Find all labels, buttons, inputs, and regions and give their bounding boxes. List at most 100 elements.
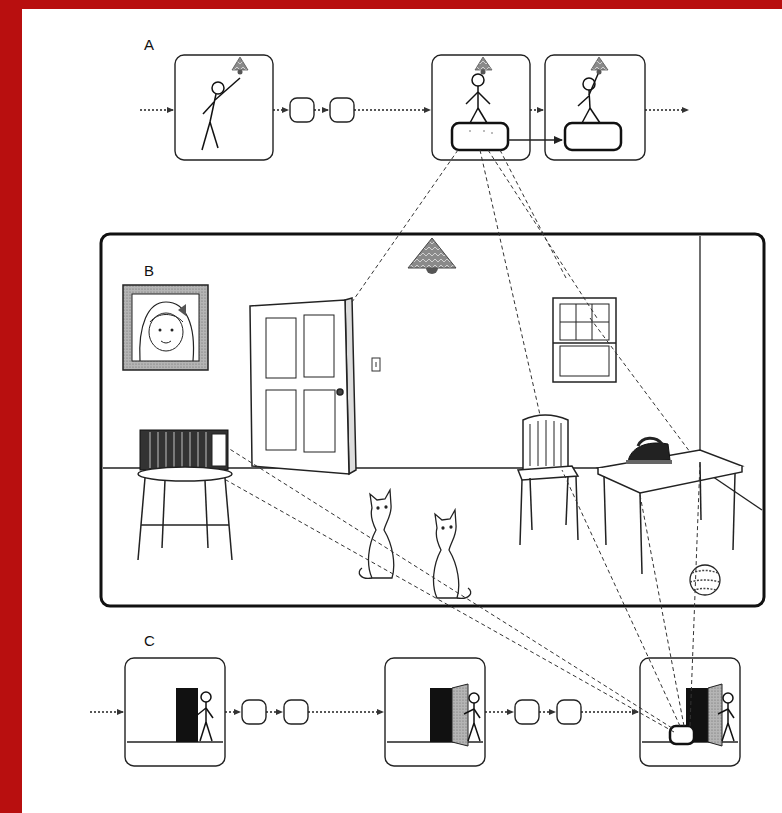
stick-figure: [727, 703, 729, 723]
stick-figure: [478, 108, 487, 123]
cat: [359, 568, 372, 578]
box-dots: [469, 130, 493, 134]
stick-figure: [464, 709, 474, 714]
light-switch: [372, 358, 380, 371]
cat: [434, 510, 471, 598]
stick-figure: [590, 108, 600, 123]
cat: [369, 490, 394, 578]
iron: [626, 438, 672, 464]
stick-figure: [205, 702, 207, 722]
stool: [225, 478, 232, 560]
panel-c-sequence: [308, 711, 383, 712]
picture-frame: [123, 285, 208, 370]
stool: [138, 467, 232, 560]
lamp-icon: [475, 57, 492, 70]
stick-figure: [728, 723, 734, 741]
stool: [141, 524, 229, 526]
picture-frame: [171, 329, 174, 332]
leader-line: [562, 470, 680, 726]
stick-figure: [210, 122, 218, 148]
table: [598, 466, 742, 493]
open-door: [304, 315, 334, 377]
chair: [546, 420, 547, 466]
move-arrow: [508, 139, 562, 141]
panel-c-sequence: [242, 700, 266, 724]
stick-figure: [196, 692, 213, 741]
panel-c-sequence: [485, 711, 513, 712]
accordion: [140, 430, 228, 470]
stick-figure: [210, 94, 216, 122]
panel-c-sequence: [225, 711, 240, 712]
open-door: [266, 318, 296, 378]
stick-figure: [723, 693, 733, 703]
lamp-icon: [238, 70, 243, 75]
stick-figure: [215, 78, 240, 100]
red-border: [0, 0, 22, 813]
door-opening: [452, 684, 468, 746]
stick-figure: [466, 74, 490, 123]
door-blocked: [708, 684, 722, 746]
panel-letter: B: [144, 263, 154, 278]
stick-figure: [212, 82, 224, 94]
ceiling-lamp: [426, 268, 438, 274]
panel-letter: A: [144, 37, 154, 52]
light-switch: [372, 358, 380, 371]
room-frame: [101, 234, 764, 606]
ball: [690, 565, 720, 595]
stool: [205, 480, 208, 548]
stick-figure: [201, 692, 211, 702]
stick-figure: [206, 708, 213, 718]
panel-a-sequence: [645, 109, 688, 110]
lamp-icon: [232, 57, 248, 75]
chair: [530, 424, 531, 466]
picture-frame: [159, 329, 162, 332]
door-opening: [430, 688, 452, 742]
open-door: [304, 390, 335, 452]
stick-figure: [589, 74, 598, 95]
lamp-icon: [232, 57, 248, 70]
leader-line: [226, 448, 700, 732]
panel-c-sequence: [90, 658, 740, 766]
chair: [523, 415, 568, 470]
leader-line: [640, 495, 684, 726]
room-frame: [101, 234, 764, 606]
panel-a-sequence: [140, 109, 173, 110]
stick-figure: [466, 92, 478, 104]
open-door: [337, 389, 343, 395]
lamp-icon: [475, 57, 492, 75]
chair: [576, 476, 578, 540]
stick-figure: [728, 709, 734, 718]
ceiling-lamp: [408, 238, 456, 274]
panel-c-sequence: [557, 700, 581, 724]
stick-figure: [196, 708, 206, 716]
ball: [690, 571, 720, 591]
chair: [538, 421, 539, 466]
panel-c-sequence: [539, 711, 555, 712]
window: [553, 298, 616, 382]
stick-figure: [578, 74, 600, 123]
picture-frame: [149, 313, 183, 351]
chair: [518, 466, 578, 480]
room-walls: [103, 236, 762, 510]
open-door: [266, 390, 296, 450]
move-arrow: [508, 139, 562, 141]
window: [560, 304, 609, 340]
stick-figure: [472, 74, 484, 86]
box-object: [565, 123, 621, 150]
open-door: [250, 298, 356, 474]
cat: [442, 527, 444, 529]
picture-frame: [132, 294, 199, 361]
room-walls: [699, 236, 700, 468]
panel-a-sequence: [175, 55, 273, 160]
panel-a-sequence: [273, 109, 288, 110]
window: [560, 322, 609, 323]
chair: [530, 478, 532, 530]
lamp-icon: [591, 57, 608, 70]
chair: [518, 415, 578, 545]
panel-a-sequence: [354, 109, 430, 110]
cat: [434, 510, 459, 598]
stick-figure: [474, 723, 480, 741]
window: [553, 298, 616, 382]
iron: [628, 443, 670, 462]
box-object: [452, 123, 508, 150]
